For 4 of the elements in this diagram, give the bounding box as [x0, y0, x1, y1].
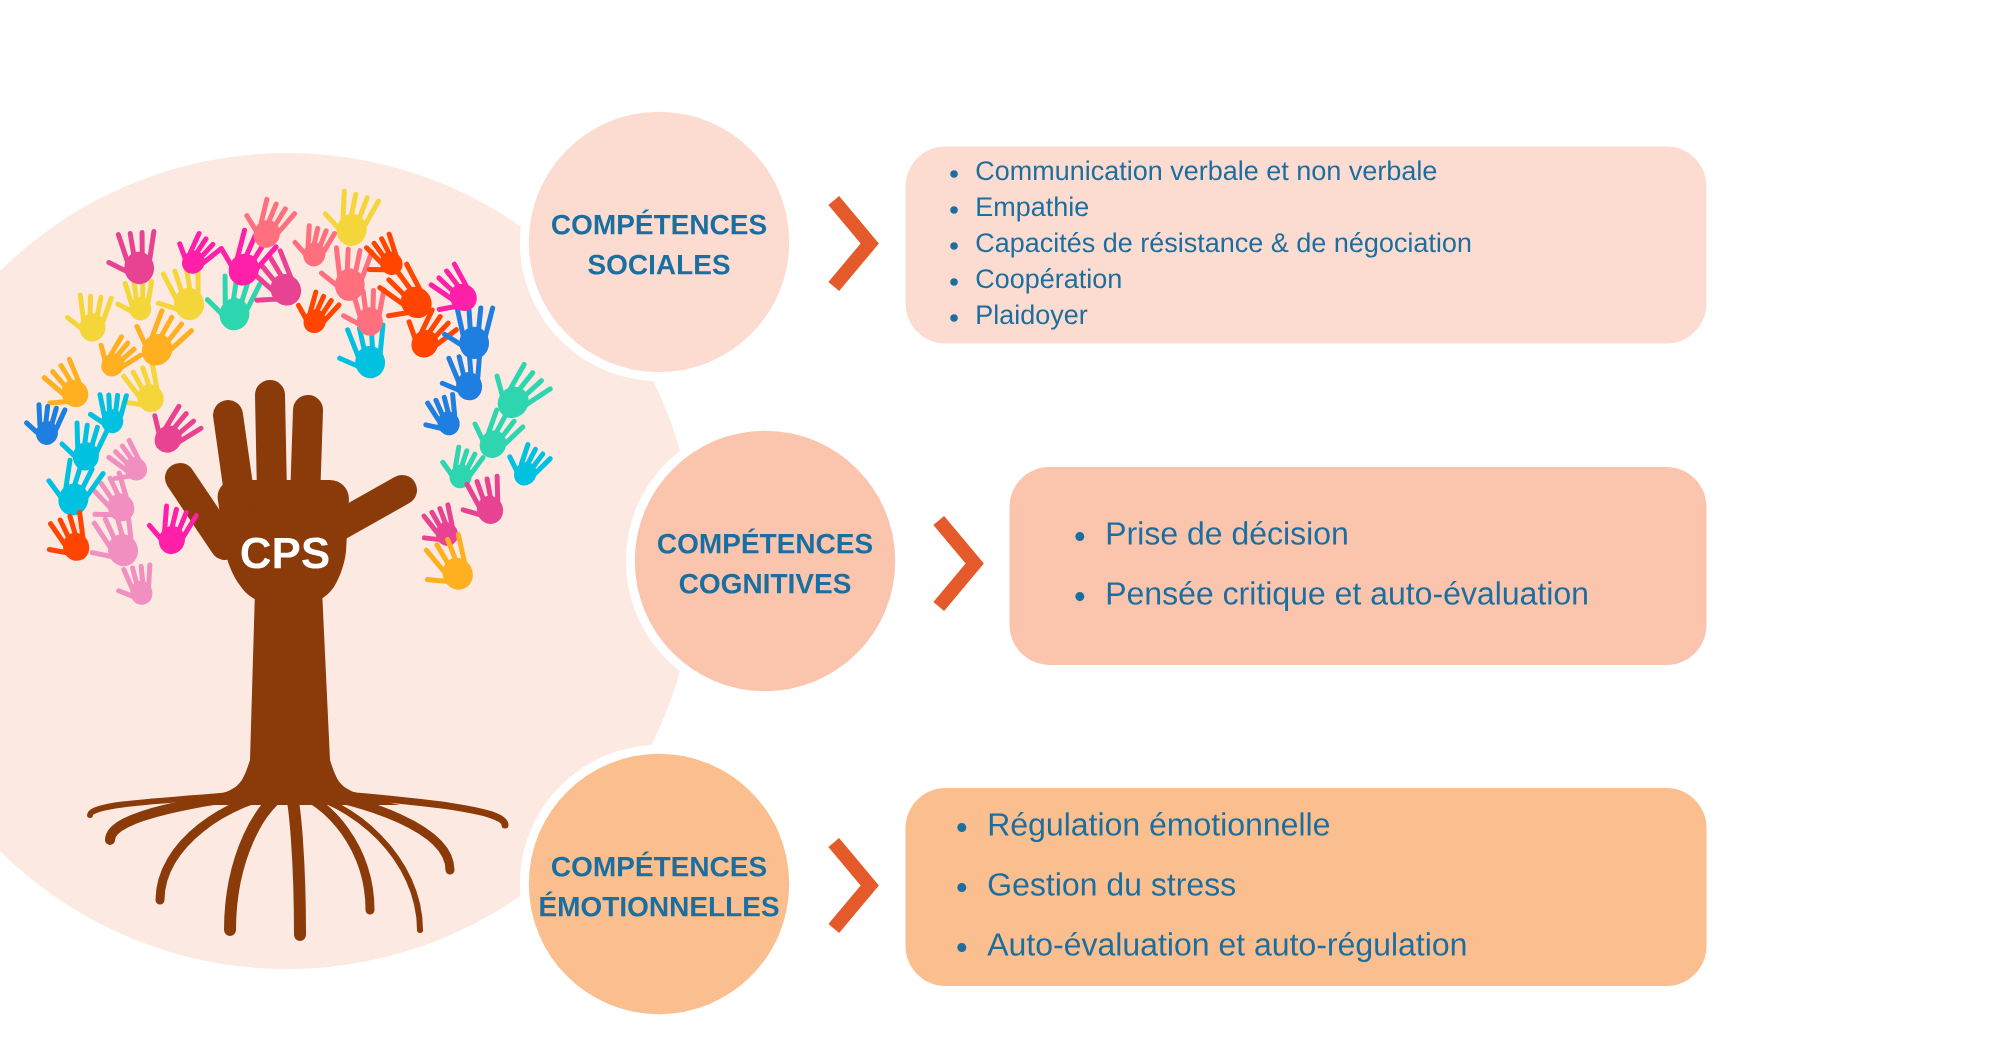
list-box: Communication verbale et non verbale Empathie Capacités de résistance & de négociation Coopération Plaidoyer — [905, 146, 1707, 344]
list-box: Régulation émotionnelle Gestion du stress Auto-évaluation et auto-régulation — [905, 788, 1707, 986]
list-box: Prise de décision Pensée critique et auto-évaluation — [1009, 467, 1707, 665]
trunk-label: CPS — [241, 537, 329, 569]
